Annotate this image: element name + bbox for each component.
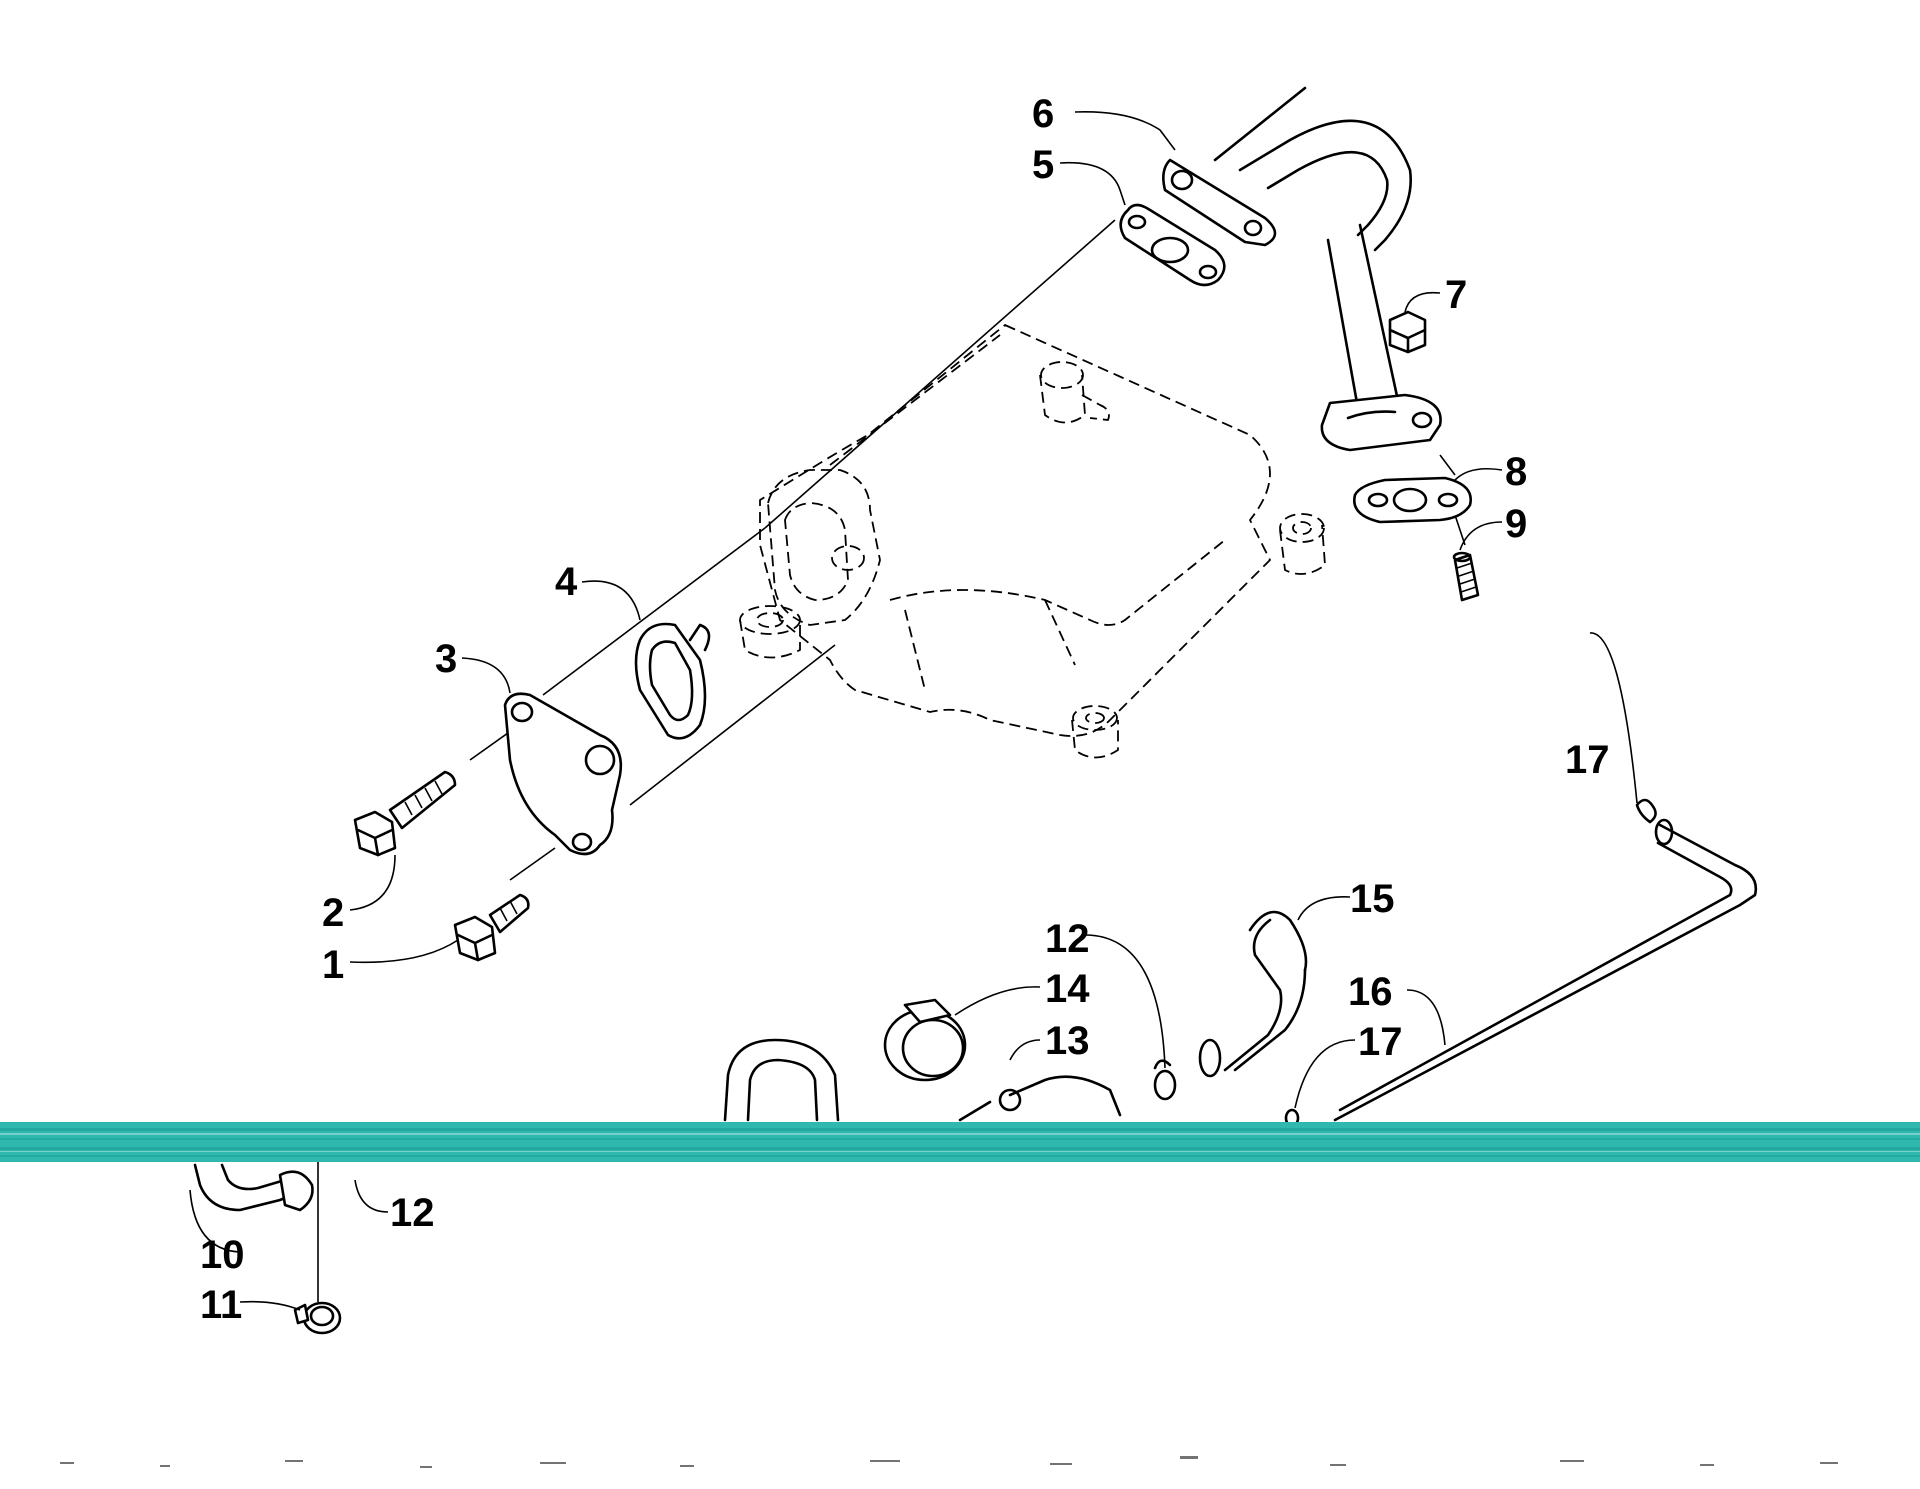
callout-6: 6 (1032, 92, 1054, 136)
bolt-2 (353, 770, 457, 857)
hose-16 (1333, 798, 1758, 1122)
breather-pipe (1162, 86, 1442, 452)
callout-labels: 1 2 3 4 5 6 7 8 9 10 11 12 12 13 14 15 1… (200, 92, 1610, 1327)
callout-9: 9 (1505, 502, 1527, 546)
clamp-14 (883, 998, 967, 1082)
valve-13 (958, 1075, 1122, 1122)
gasket-4 (634, 622, 711, 740)
stud-9 (1452, 551, 1480, 602)
bottom-scan-speckles (60, 1456, 1838, 1468)
callout-4: 4 (555, 560, 578, 604)
callout-15: 15 (1350, 877, 1395, 921)
callout-16: 16 (1348, 970, 1393, 1014)
clamp-12-upper (1153, 1059, 1177, 1101)
callout-13: 13 (1045, 1019, 1090, 1063)
callout-11: 11 (200, 1283, 242, 1327)
pipe-10-lower (193, 1163, 314, 1212)
hose-15 (1198, 910, 1308, 1078)
callout-3: 3 (435, 637, 457, 681)
valve-cover-phantom (739, 324, 1326, 759)
callout-14: 14 (1045, 967, 1090, 1011)
callout-17-upper: 17 (1565, 738, 1610, 782)
callout-12-upper: 12 (1045, 917, 1090, 961)
callout-8: 8 (1505, 450, 1527, 494)
clamp-11 (293, 1160, 342, 1335)
callout-7: 7 (1445, 273, 1467, 317)
scan-artifact-band (0, 1122, 1920, 1162)
bolt-1 (453, 893, 530, 962)
callout-17-lower: 17 (1358, 1020, 1403, 1064)
nut-7 (1388, 310, 1427, 354)
callout-2: 2 (322, 891, 344, 935)
gasket-8 (1353, 476, 1472, 524)
callout-12-lower: 12 (390, 1191, 435, 1235)
callout-5: 5 (1032, 143, 1054, 187)
cover-plate-3 (503, 692, 623, 856)
gasket-5 (1119, 203, 1226, 287)
pipe-10-upper (723, 1038, 840, 1122)
leader-lines (189, 111, 1638, 1311)
callout-10: 10 (200, 1233, 245, 1277)
callout-1: 1 (322, 943, 344, 987)
